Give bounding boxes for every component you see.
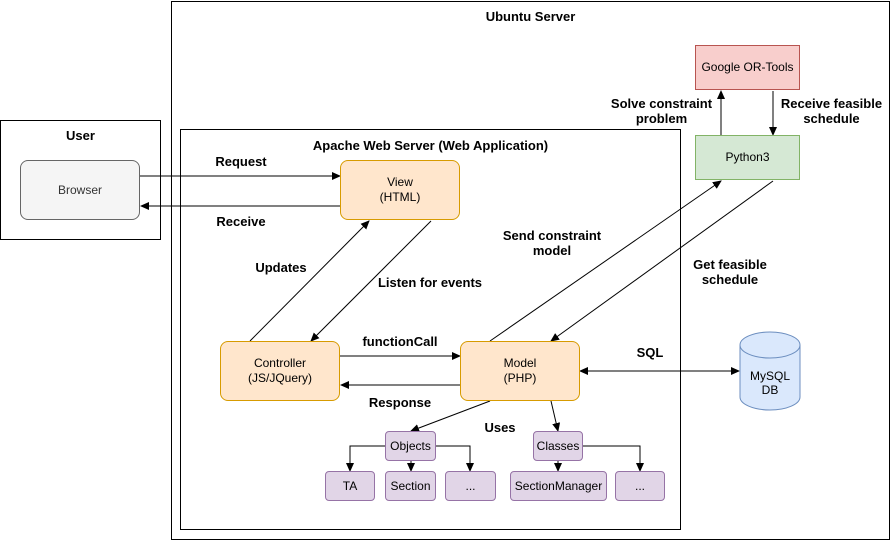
ubuntu-server-frame <box>171 1 890 540</box>
edge-objects-ta <box>346 445 385 472</box>
model-node: Model (PHP) <box>460 341 580 401</box>
label-solve-constraint-problem: Solve constraint problem <box>610 96 713 126</box>
edge-model-objects <box>410 400 491 432</box>
label-uses: Uses <box>484 420 516 435</box>
label-receive: Receive <box>216 214 266 229</box>
edge-listen <box>310 220 432 342</box>
label-sql: SQL <box>636 345 664 360</box>
mysql-db-label: MySQL DB <box>749 369 790 397</box>
classes-node: Classes <box>533 431 583 461</box>
label-updates: Updates <box>255 260 307 275</box>
user-title: User <box>66 128 95 143</box>
mysql-db-shape <box>739 331 801 411</box>
objects-more-node: ... <box>445 471 496 501</box>
edge-send-model <box>489 180 722 342</box>
label-function-call: functionCall <box>362 334 438 349</box>
view-node: View (HTML) <box>340 160 460 220</box>
ta-node: TA <box>325 471 375 501</box>
label-receive-feasible-schedule: Receive feasible schedule <box>780 96 883 126</box>
objects-node: Objects <box>385 431 436 461</box>
browser-node: Browser <box>20 160 140 220</box>
or-tools-node: Google OR-Tools <box>695 45 800 90</box>
edge-updates <box>249 220 370 342</box>
edge-classes-dots <box>583 445 644 472</box>
python-node: Python3 <box>695 135 800 180</box>
edge-get-schedule <box>550 180 774 342</box>
label-get-feasible-schedule: Get feasible schedule <box>693 257 767 287</box>
classes-more-node: ... <box>615 471 665 501</box>
ubuntu-server-title: Ubuntu Server <box>485 9 576 24</box>
controller-node: Controller (JS/JQuery) <box>220 341 340 401</box>
section-node: Section <box>385 471 436 501</box>
section-manager-node: SectionManager <box>510 471 607 501</box>
label-request: Request <box>215 154 267 169</box>
apache-frame <box>180 129 681 530</box>
label-response: Response <box>368 395 432 410</box>
edge-objects-dots <box>436 445 474 472</box>
user-frame <box>0 120 161 240</box>
apache-title: Apache Web Server (Web Application) <box>312 138 549 153</box>
edge-model-classes <box>550 400 561 432</box>
label-send-constraint-model: Send constraint model <box>502 228 602 258</box>
label-listen-for-events: Listen for events <box>377 275 483 290</box>
